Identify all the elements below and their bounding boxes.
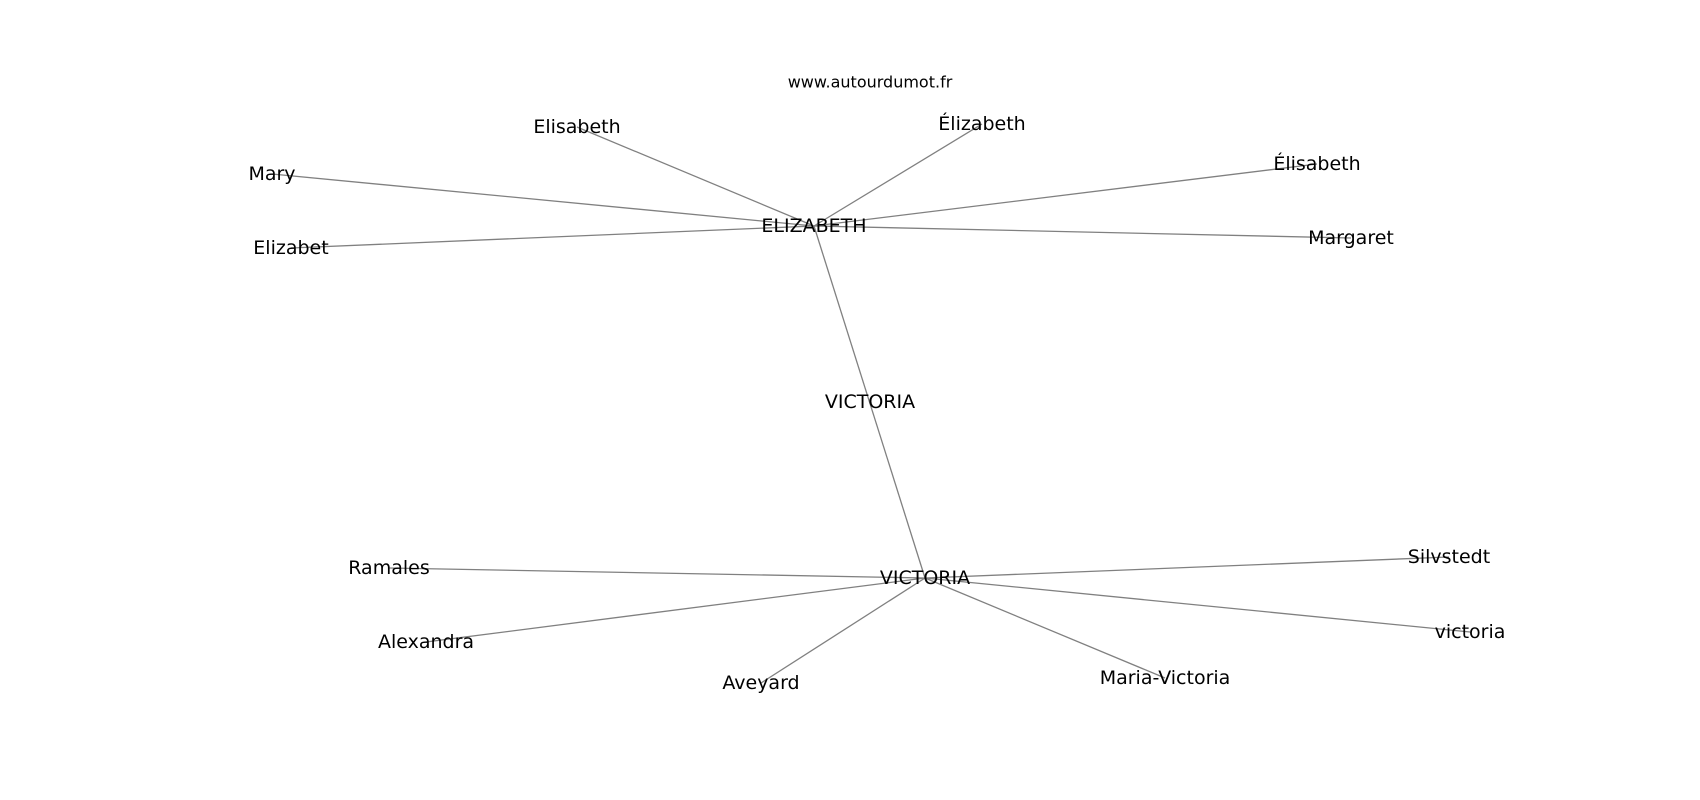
edge-elizabeth-elisabeth	[576, 126, 815, 227]
node-aveyard: Aveyard	[722, 672, 799, 694]
edge-victoria_hub-aveyard	[760, 577, 926, 684]
edge-elizabeth-victoria_hub	[813, 225, 926, 579]
edge-victoria_hub-maria_victoria	[924, 577, 1166, 679]
node-victoria-lower: victoria	[1435, 621, 1506, 643]
edge-victoria_hub-silvstedt	[924, 556, 1450, 579]
node-elizabeth: ELIZABETH	[761, 215, 866, 237]
node-maria-victoria: Maria-Victoria	[1100, 667, 1231, 689]
edge-victoria_hub-ramales	[388, 567, 926, 579]
nodes-layer: ELIZABETH VICTORIA VICTORIA Elisabeth Élizab…	[248, 112, 1505, 694]
edge-elizabeth-mary	[271, 173, 815, 227]
node-elisabeth: Elisabeth	[533, 116, 620, 138]
node-elizabet: Elizabet	[253, 237, 328, 259]
edge-elizabeth-elisabeth_accent	[813, 163, 1318, 227]
edge-elizabeth-elizabeth_accent	[813, 123, 983, 227]
node-margaret: Margaret	[1308, 227, 1394, 249]
node-elizabeth-accent: Élizabeth	[938, 112, 1025, 135]
edge-elizabeth-margaret	[813, 225, 1352, 239]
node-ramales: Ramales	[348, 557, 429, 579]
node-mary: Mary	[248, 163, 295, 185]
node-victoria-mid: VICTORIA	[825, 391, 915, 413]
node-victoria-hub: VICTORIA	[880, 567, 970, 589]
edges-layer	[271, 123, 1471, 684]
site-url-header: www.autourdumot.fr	[788, 73, 953, 92]
edge-elizabeth-elizabet	[290, 225, 815, 249]
node-elisabeth-accent: Élisabeth	[1273, 152, 1360, 175]
node-silvstedt: Silvstedt	[1408, 546, 1490, 568]
edge-victoria_hub-alexandra	[425, 577, 926, 643]
node-alexandra: Alexandra	[378, 631, 474, 653]
edge-victoria_hub-victoria_lower	[924, 577, 1471, 633]
